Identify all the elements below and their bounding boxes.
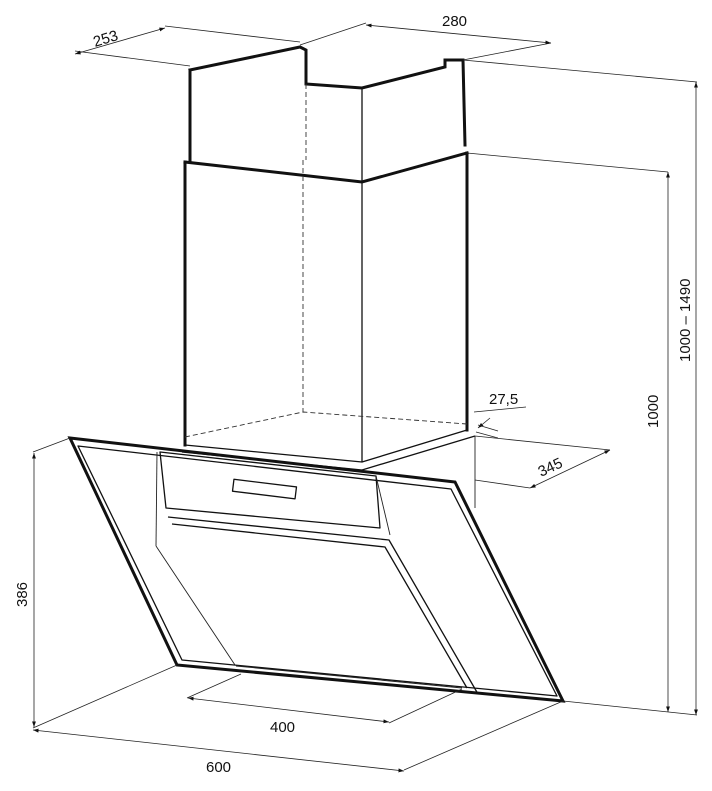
dimension-lines [32,22,698,773]
dim-label-chimney-depth: 253 [91,27,120,51]
dim-label-offset: 27,5 [489,391,518,408]
upper-chimney [188,45,467,182]
dim-label-hood-height: 386 [14,582,31,607]
hood-body [67,436,566,703]
dimension-labels: 253 280 1000 – 1490 1000 27,5 345 386 40… [14,13,694,776]
dim-label-hood-width: 600 [206,759,231,776]
lower-chimney [181,151,476,471]
dim-label-inner-width: 400 [270,719,295,736]
dim-label-height-min: 1000 [645,395,662,428]
dim-label-hood-depth: 345 [536,455,566,481]
dim-label-chimney-width: 280 [442,13,467,30]
dim-label-height-range: 1000 – 1490 [677,279,694,362]
